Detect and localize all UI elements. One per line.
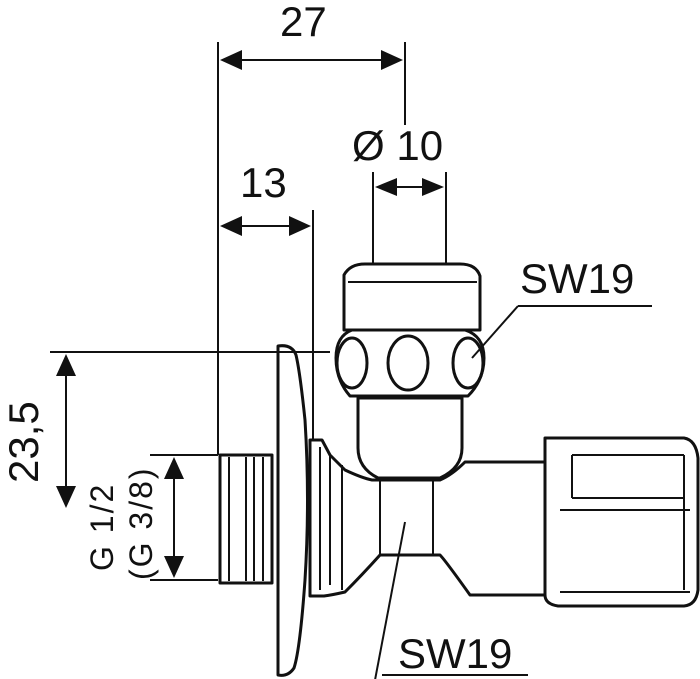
dimension-thread: G 1/2 (G 3/8): [84, 457, 184, 580]
valve-body: [308, 438, 547, 598]
dimension-height-label: 23,5: [0, 401, 47, 483]
dimension-height: 23,5: [0, 354, 76, 508]
dimension-overall-width-label: 27: [280, 0, 327, 45]
thread-size-alt-label: (G 3/8): [123, 466, 159, 580]
dimension-bore-diameter: Ø 10: [352, 122, 444, 196]
leader-wrench-top: SW19: [471, 255, 652, 359]
hex-flat-centre: [386, 334, 430, 392]
dimension-overall-width: 27: [220, 0, 403, 70]
thread-size-label: G 1/2: [84, 483, 120, 571]
hex-flat-left: [335, 336, 369, 390]
wrench-size-top-label: SW19: [520, 255, 634, 302]
leader-wrench-bottom: SW19: [374, 521, 528, 679]
outlet-nut: [543, 436, 700, 608]
wall-rosette: [276, 344, 309, 677]
extension-lines: [50, 42, 447, 581]
dimension-bore-diameter-label: Ø 10: [352, 122, 443, 169]
spindle: [379, 478, 434, 555]
dimension-inlet-length: 13: [220, 159, 311, 236]
hex-flat-right: [451, 336, 485, 390]
hex-nut-top: [334, 328, 486, 398]
dimension-inlet-length-label: 13: [240, 159, 287, 206]
wrench-size-bottom-label: SW19: [398, 630, 512, 677]
inlet-thread: [218, 453, 274, 585]
valve-cap: [342, 262, 482, 332]
bonnet-neck: [356, 396, 464, 480]
